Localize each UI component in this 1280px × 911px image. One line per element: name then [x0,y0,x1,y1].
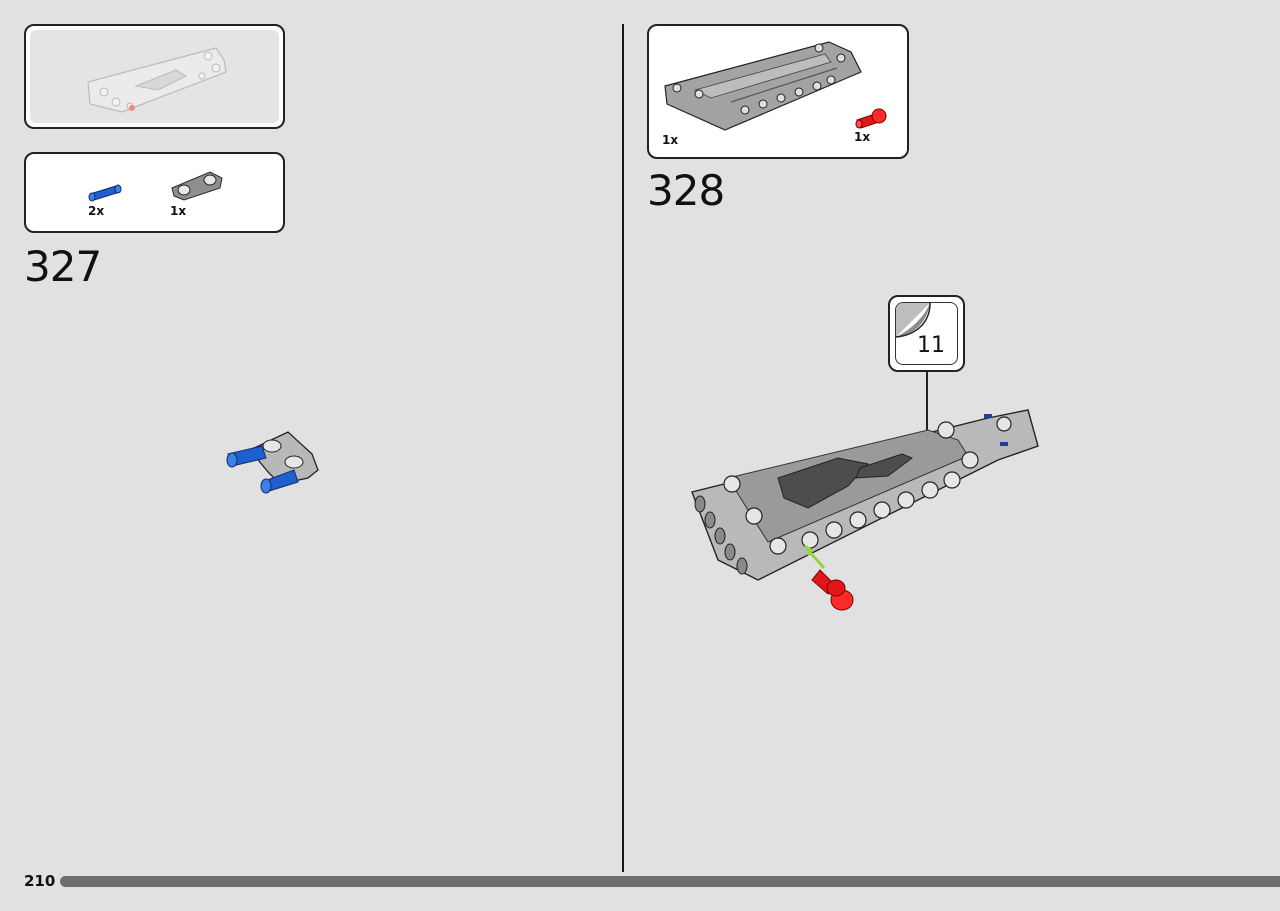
submodel-preview-image [87,47,227,113]
step-number: 327 [24,242,102,291]
parts-list-box-327: 2x 1x [24,152,285,233]
page-divider [622,24,624,872]
sticker-callout: 11 [888,295,965,372]
sticker-number: 11 [917,333,945,358]
part-qty: 1x [170,204,187,218]
part-qty: 2x [88,204,105,218]
red-pin-icon [855,108,887,129]
step-327-assembly-image [226,431,319,494]
blue-axle-pin-icon [88,184,122,202]
gray-connector-icon [171,171,223,201]
sticker-icon [896,303,931,338]
submodel-preview-box [24,24,285,129]
step-number: 328 [647,166,725,215]
gray-panel-icon [664,41,862,131]
progress-bar [60,876,1280,887]
page-number: 210 [24,872,56,890]
part-qty: 1x [854,130,871,144]
part-qty: 1x [662,133,679,147]
parts-list-box-328: 1x 1x [647,24,909,159]
step-328-assembly-image [691,409,1039,611]
callout-line [926,372,928,430]
